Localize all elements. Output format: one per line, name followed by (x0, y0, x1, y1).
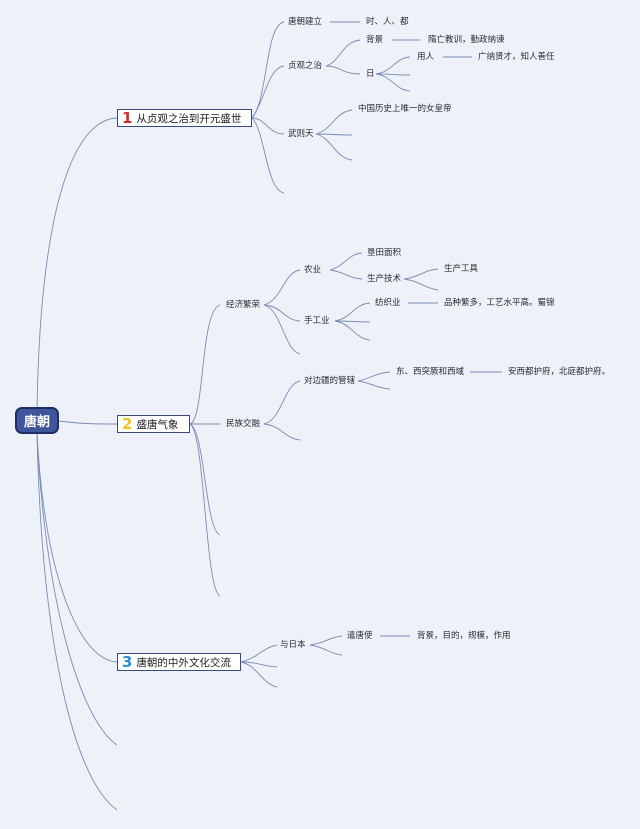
branch-label-2: 盛唐气象 (136, 418, 179, 431)
topic-qiantangshi[interactable]: 遣唐使 (347, 631, 373, 641)
link-jingji-nongye (263, 269, 301, 306)
link-b1-jianli (251, 21, 285, 119)
link-riben-qiantangshi (309, 635, 343, 646)
topic-jun[interactable]: 日 (366, 69, 375, 79)
link-wuzetian-stub1 (315, 133, 353, 136)
branch-node-3[interactable]: 3 唐朝的中外文化交流 (117, 653, 241, 671)
link-b3-stub1 (240, 661, 278, 668)
link-wuzetian-detail (315, 109, 353, 135)
link-minzu-bianjiang (263, 380, 301, 425)
topic-wuzetian[interactable]: 武则天 (288, 129, 314, 139)
topic-nongye[interactable]: 农业 (304, 265, 322, 275)
link-bianjiang-tujue (357, 371, 391, 382)
link-zhenguan-jun (325, 65, 361, 75)
link-nongye-shengchan (329, 269, 363, 280)
topic-shougongye[interactable]: 手工业 (304, 316, 330, 326)
topic-jingji[interactable]: 经济繁荣 (226, 300, 261, 310)
link-b2-jingji (189, 304, 221, 425)
detail-beijing[interactable]: 隋亡教训，勤政纳谏 (428, 35, 505, 45)
topic-minzu[interactable]: 民族交融 (226, 419, 261, 429)
detail-jianli[interactable]: 时、人、都 (366, 17, 409, 27)
detail-tujue[interactable]: 东、西突厥和西域 (396, 367, 465, 377)
topic-beijing[interactable]: 背景 (366, 35, 384, 45)
link-b1-zhenguan (251, 65, 285, 119)
link-wuzetian-stub2 (315, 133, 353, 161)
link-jun-yongren (375, 56, 411, 75)
branch-node-2[interactable]: 2 盛唐气象 (117, 415, 190, 433)
link-shougongye-stub1 (334, 320, 371, 323)
link-b1-stub (251, 117, 285, 194)
link-riben-stub (309, 644, 343, 656)
branch-node-1[interactable]: 1 从贞观之治到开元盛世 (117, 109, 252, 127)
link-jingji-shougongye (263, 304, 301, 322)
branch-number-3: 3 (122, 653, 133, 671)
link-shengchan-stub (403, 278, 439, 291)
link-bianjiang-stub (357, 380, 391, 390)
detail-yongren[interactable]: 广纳贤才，知人善任 (478, 52, 555, 62)
root-node[interactable]: 唐朝 (15, 407, 59, 434)
link-shengchan-gongju (403, 268, 439, 280)
topic-yongren[interactable]: 用人 (417, 52, 435, 62)
link-b2-stub1 (189, 423, 221, 536)
link-root-b2 (58, 420, 118, 425)
detail-kentian[interactable]: 垦田面积 (367, 248, 402, 258)
link-root-stub2 (36, 433, 118, 811)
link-jingji-stub (263, 304, 301, 355)
link-root-b3 (36, 433, 118, 663)
link-shougongye-stub2 (334, 320, 371, 341)
branch-label-1: 从贞观之治到开元盛世 (136, 112, 242, 125)
topic-zhenguan[interactable]: 贞观之治 (288, 61, 323, 71)
topic-bianjiang[interactable]: 对边疆的管辖 (304, 376, 356, 386)
link-jun-stub1 (375, 73, 411, 76)
link-root-stub1 (36, 433, 118, 746)
link-jun-stub2 (375, 73, 411, 92)
topic-riben[interactable]: 与日本 (280, 640, 306, 650)
link-shougongye-fangzhi (334, 302, 371, 322)
branch-number-1: 1 (122, 109, 133, 127)
link-nongye-kentian (329, 252, 363, 271)
link-b3-stub2 (240, 661, 278, 688)
link-zhenguan-beijing (325, 39, 361, 67)
topic-shengchan[interactable]: 生产技术 (367, 274, 402, 284)
link-b1-wuzetian (251, 117, 285, 135)
detail-fangzhi[interactable]: 品种繁多，工艺水平高。蜀锦 (444, 298, 555, 308)
branch-number-2: 2 (122, 415, 133, 433)
detail-gongju[interactable]: 生产工具 (444, 264, 479, 274)
branch-label-3: 唐朝的中外文化交流 (136, 656, 231, 669)
link-minzu-stub (263, 423, 301, 441)
topic-tangchao-jianli[interactable]: 唐朝建立 (288, 17, 323, 27)
topic-fangzhi[interactable]: 纺织业 (375, 298, 401, 308)
link-root-b1 (36, 117, 118, 411)
detail-duhu[interactable]: 安西都护府，北庭都护府。 (508, 367, 611, 377)
detail-wuzetian[interactable]: 中国历史上唯一的女皇帝 (358, 104, 452, 114)
detail-qiantangshi[interactable]: 背景，目的，规模，作用 (417, 631, 511, 641)
link-b3-riben (240, 644, 278, 663)
link-b2-stub2 (189, 423, 221, 597)
